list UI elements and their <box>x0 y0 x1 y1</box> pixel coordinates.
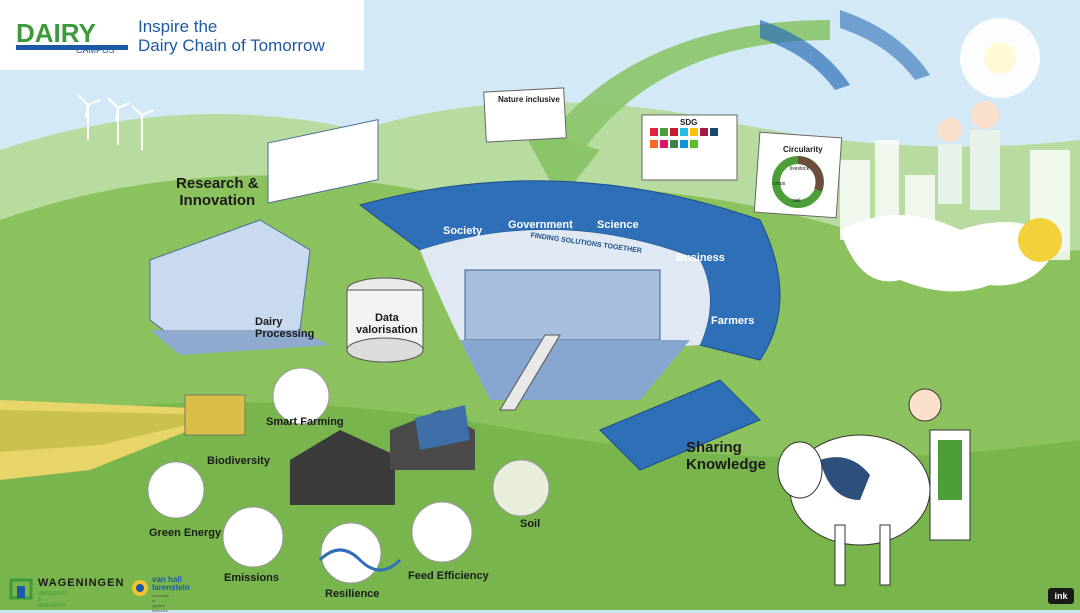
label-research: Research & Innovation <box>176 175 259 209</box>
tagline-line1: Inspire the <box>138 17 218 36</box>
ring-government: Government <box>508 219 573 231</box>
wur-logo-icon <box>9 578 33 600</box>
topic-emissions: Emissions <box>224 572 280 584</box>
topic-resilience: Resilience <box>325 588 380 600</box>
dairy-campus-logo: DAIRY CAMPUS <box>16 18 128 54</box>
topic-smart-farming: Smart Farming <box>266 416 344 428</box>
ring-science: Science <box>597 219 639 231</box>
vhl-name: van hall larenstein <box>152 575 190 592</box>
ring-farmers: Farmers <box>711 315 755 327</box>
ink-logo: ink <box>1048 588 1074 604</box>
header-panel: DAIRY CAMPUS Inspire the Dairy Chain of … <box>0 0 364 70</box>
topic-soil: Soil <box>520 518 541 530</box>
tagline-line2: Dairy Chain of Tomorrow <box>138 36 325 55</box>
ring-business: Business <box>676 252 725 264</box>
circ-soil: soil <box>793 198 801 204</box>
circ-crops: crops <box>773 181 786 187</box>
logo-sub: CAMPUS <box>76 45 115 54</box>
topic-feed-efficiency: Feed Efficiency <box>408 570 489 582</box>
topic-biodiversity: Biodiversity <box>207 455 270 467</box>
wur-name: WAGENINGEN <box>38 577 125 589</box>
board-sdg: SDG <box>680 118 698 127</box>
topic-green-energy: Green Energy <box>149 527 222 539</box>
vhl-sub: university of applied sciences <box>152 593 169 613</box>
vhl-logo-icon <box>132 580 148 596</box>
label-dairy-processing: Dairy Processing <box>255 316 315 341</box>
board-nature-inclusive: Nature inclusive <box>498 95 560 104</box>
ring-society: Society <box>443 225 483 237</box>
label-sharing-knowledge: Sharing Knowledge <box>686 439 767 473</box>
wur-sub: UNIVERSITY & RESEARCH <box>38 591 68 609</box>
label-data-valorisation: Data valorisation <box>356 312 418 337</box>
board-circularity: Circularity <box>783 145 823 154</box>
logo-word: DAIRY <box>16 18 96 48</box>
circ-livestock: livestock <box>790 166 810 172</box>
